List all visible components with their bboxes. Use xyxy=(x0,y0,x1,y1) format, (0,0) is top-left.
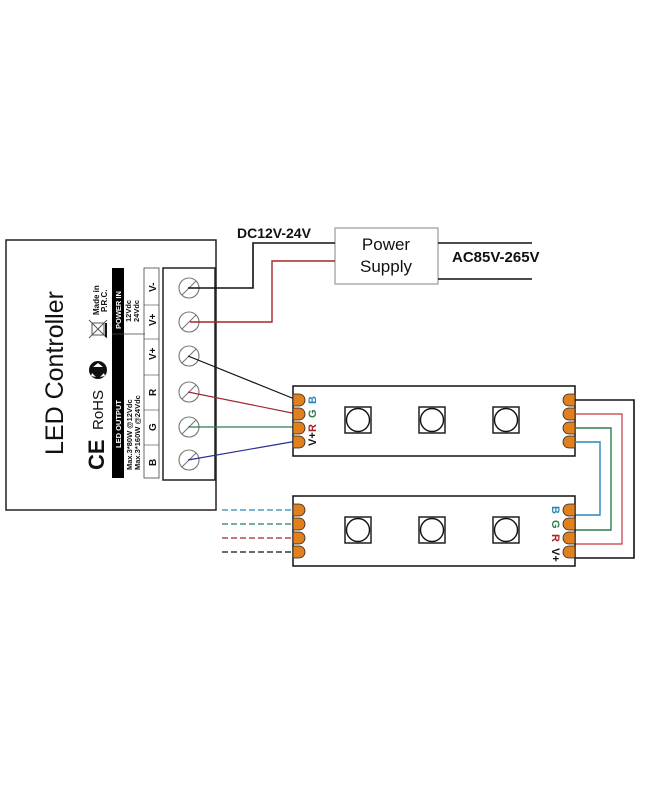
power-supply-label-2: Supply xyxy=(360,257,412,276)
led-strip-2: BGR V+ xyxy=(292,495,576,567)
wire-out-blue xyxy=(187,440,298,461)
wire-out-red xyxy=(187,391,298,415)
strip-pin-label: R xyxy=(549,534,561,542)
led-chip-icon xyxy=(344,406,372,434)
led-output-max-12v: Max.3*80W @12Vdc xyxy=(125,399,134,470)
spec-label: POWER IN LED OUTPUT 12Vdc 24Vdc Max.3*80… xyxy=(112,267,160,479)
strip-pin-label: V+ xyxy=(307,432,319,446)
led-chip-icon xyxy=(418,516,446,544)
power-in-24v: 24Vdc xyxy=(132,300,141,322)
made-in-country: P.R.C. xyxy=(100,289,109,312)
wire-psu-positive xyxy=(190,260,335,323)
power-supply-box xyxy=(334,227,439,285)
solder-pad xyxy=(292,545,306,559)
strip-pin-label: B xyxy=(549,506,561,514)
solder-pad xyxy=(562,393,576,407)
link-wire-blue xyxy=(575,441,601,516)
solder-pad xyxy=(562,517,576,531)
solder-pad xyxy=(292,421,306,435)
led-controller: LED Controller CE RoHS Made in P.R.C. PO… xyxy=(5,239,217,511)
solder-pad xyxy=(292,503,306,517)
led-output-max-24v: Max.3*160W @24Vdc xyxy=(133,395,142,470)
power-supply: Power Supply DC12V-24V AC85V-265V xyxy=(237,225,540,285)
spec-header-bar xyxy=(112,268,124,478)
controller-pin-label: G xyxy=(148,423,159,431)
strip-pin-label: G xyxy=(307,409,319,418)
led-chip-icon xyxy=(492,516,520,544)
controller-pin-label: V+ xyxy=(148,347,159,360)
controller-pin-label: B xyxy=(148,459,159,466)
link-wire-vplus xyxy=(575,399,635,559)
strip-pin-label: B xyxy=(307,396,319,404)
controller-pin-label: R xyxy=(148,388,159,396)
solder-pad xyxy=(562,531,576,545)
solder-pad xyxy=(562,435,576,449)
dc-voltage-label: DC12V-24V xyxy=(237,225,312,241)
power-supply-label-1: Power xyxy=(362,235,411,254)
led-chip-icon xyxy=(344,516,372,544)
solder-pad xyxy=(292,393,306,407)
link-wire-green xyxy=(575,427,612,531)
recycle-icon xyxy=(89,361,107,379)
terminal-block xyxy=(162,267,216,481)
wire-psu-negative xyxy=(188,242,335,289)
led-strip-1: V+RGB xyxy=(292,385,576,457)
ac-voltage-label: AC85V-265V xyxy=(452,249,540,266)
strip-pin-label: G xyxy=(549,520,561,529)
solder-pad xyxy=(292,407,306,421)
solder-pad xyxy=(562,421,576,435)
controller-title: LED Controller xyxy=(41,291,69,455)
power-in-12v: 12Vdc xyxy=(124,300,133,322)
controller-pin-label: V- xyxy=(148,283,159,292)
wire-out-vplus xyxy=(187,355,298,401)
solder-pad xyxy=(292,517,306,531)
solder-pad xyxy=(562,407,576,421)
strip-pin-label: R xyxy=(307,424,319,432)
ce-mark-icon: CE xyxy=(84,439,109,470)
terminal-screw-icon xyxy=(178,311,200,333)
strip-pin-label: V+ xyxy=(549,548,561,562)
solder-pad xyxy=(292,531,306,545)
led-output-header: LED OUTPUT xyxy=(114,400,123,448)
link-wire-red xyxy=(575,413,623,545)
led-chip-icon xyxy=(492,406,520,434)
controller-pin-label: V+ xyxy=(148,313,159,326)
made-in-label: Made in xyxy=(92,285,101,315)
weee-bin-icon xyxy=(88,319,108,339)
rohs-mark: RoHS xyxy=(90,390,107,430)
solder-pad xyxy=(562,503,576,517)
solder-pad xyxy=(292,435,306,449)
solder-pad xyxy=(562,545,576,559)
led-chip-icon xyxy=(418,406,446,434)
power-in-header: POWER IN xyxy=(114,291,123,329)
